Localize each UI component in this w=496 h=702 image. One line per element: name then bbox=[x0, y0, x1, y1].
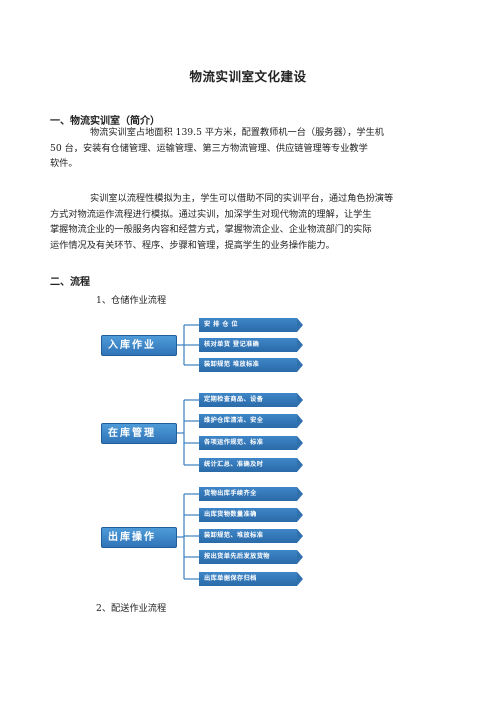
section1-heading: 一、物流实训室（简介） bbox=[50, 116, 160, 127]
step-outbound-5: 出库单据保存归档 bbox=[199, 572, 303, 586]
paragraph-line: 实训室以流程性模拟为主，学生可以借助不同的实训平台，通过角色扮演等 bbox=[90, 193, 394, 204]
step-storage-1: 定期检查商品、设备 bbox=[199, 393, 303, 407]
group-box-inbound: 入库作业 bbox=[101, 335, 177, 356]
subheading-warehouse-flow: 1、仓储作业流程 bbox=[96, 295, 167, 306]
paragraph-line: 50 台，安装有仓储管理、运输管理、第三方物流管理、供应链管理等专业教学 bbox=[50, 142, 368, 154]
paragraph-line: 物流实训室占地面积 139.5 平方米，配置教师机一台（服务器），学生机 bbox=[90, 127, 384, 138]
description-paragraph: 实训室以流程性模拟为主，学生可以借助不同的实训平台，通过角色扮演等 方式对物流运… bbox=[50, 191, 448, 253]
step-outbound-2: 出库货物数量准确 bbox=[199, 508, 303, 522]
step-inbound-1: 安 排 仓 位 bbox=[199, 318, 303, 332]
step-storage-2: 维护仓库清洁、安全 bbox=[199, 414, 303, 428]
step-outbound-3: 装卸规范、堆放标准 bbox=[199, 529, 303, 543]
subheading-delivery-flow: 2、配送作业流程 bbox=[96, 603, 167, 614]
paragraph-line: 掌握物流企业的一般服务内容和经营方式，掌握物流企业、企业物流部门的实际 bbox=[50, 224, 372, 235]
group-box-outbound: 出库操作 bbox=[101, 527, 177, 548]
paragraph-line: 方式对物流运作流程进行模拟。通过实训，加深学生对现代物流的理解，让学生 bbox=[50, 208, 372, 220]
step-inbound-3: 装卸规范 堆放标准 bbox=[199, 358, 303, 372]
step-outbound-1: 货物出库手续齐全 bbox=[199, 487, 303, 501]
step-outbound-4: 按出货单先后发放货物 bbox=[199, 550, 303, 564]
paragraph-line: 软件。 bbox=[50, 158, 78, 169]
section2-heading: 二、流程 bbox=[50, 277, 90, 288]
step-inbound-2: 核对单货 登记准确 bbox=[199, 338, 303, 352]
intro-paragraph: 物流实训室占地面积 139.5 平方米，配置教师机一台（服务器），学生机 50 … bbox=[50, 125, 448, 172]
step-storage-3: 各项运作规范、标准 bbox=[199, 436, 303, 450]
step-storage-4: 统计汇总、准确及时 bbox=[199, 458, 303, 472]
page-title: 物流实训室文化建设 bbox=[189, 69, 307, 84]
paragraph-line: 运作情况及有关环节、程序、步骤和管理，提高学生的业务操作能力。 bbox=[50, 239, 335, 251]
group-box-storage: 在库管理 bbox=[101, 423, 177, 444]
